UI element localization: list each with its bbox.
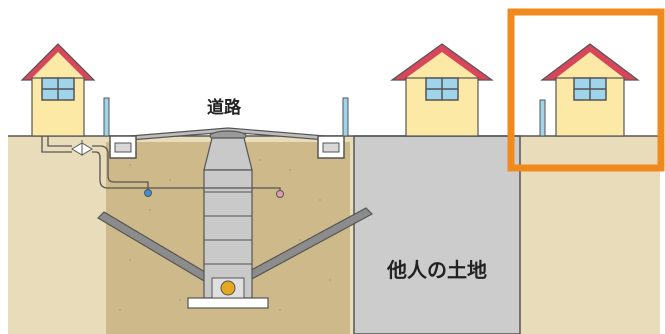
highlight-frame [507, 8, 665, 172]
gutter-right [317, 135, 345, 159]
manhole [187, 130, 269, 309]
pipe-end-pink [276, 190, 284, 198]
pipe-end-blue [144, 189, 152, 197]
other-land-block [353, 135, 521, 334]
gutter-left [109, 135, 137, 159]
road-post-right [342, 97, 349, 137]
valve-icon [71, 140, 93, 156]
trench-texture [119, 159, 331, 311]
road-label: 道路 [207, 98, 241, 118]
house-icon [20, 43, 96, 137]
house-icon [390, 43, 494, 137]
other-land-label: 他人の土地 [387, 258, 487, 282]
house-icon [540, 43, 640, 137]
road-post-left [103, 97, 110, 137]
fence-post-right [539, 99, 546, 137]
